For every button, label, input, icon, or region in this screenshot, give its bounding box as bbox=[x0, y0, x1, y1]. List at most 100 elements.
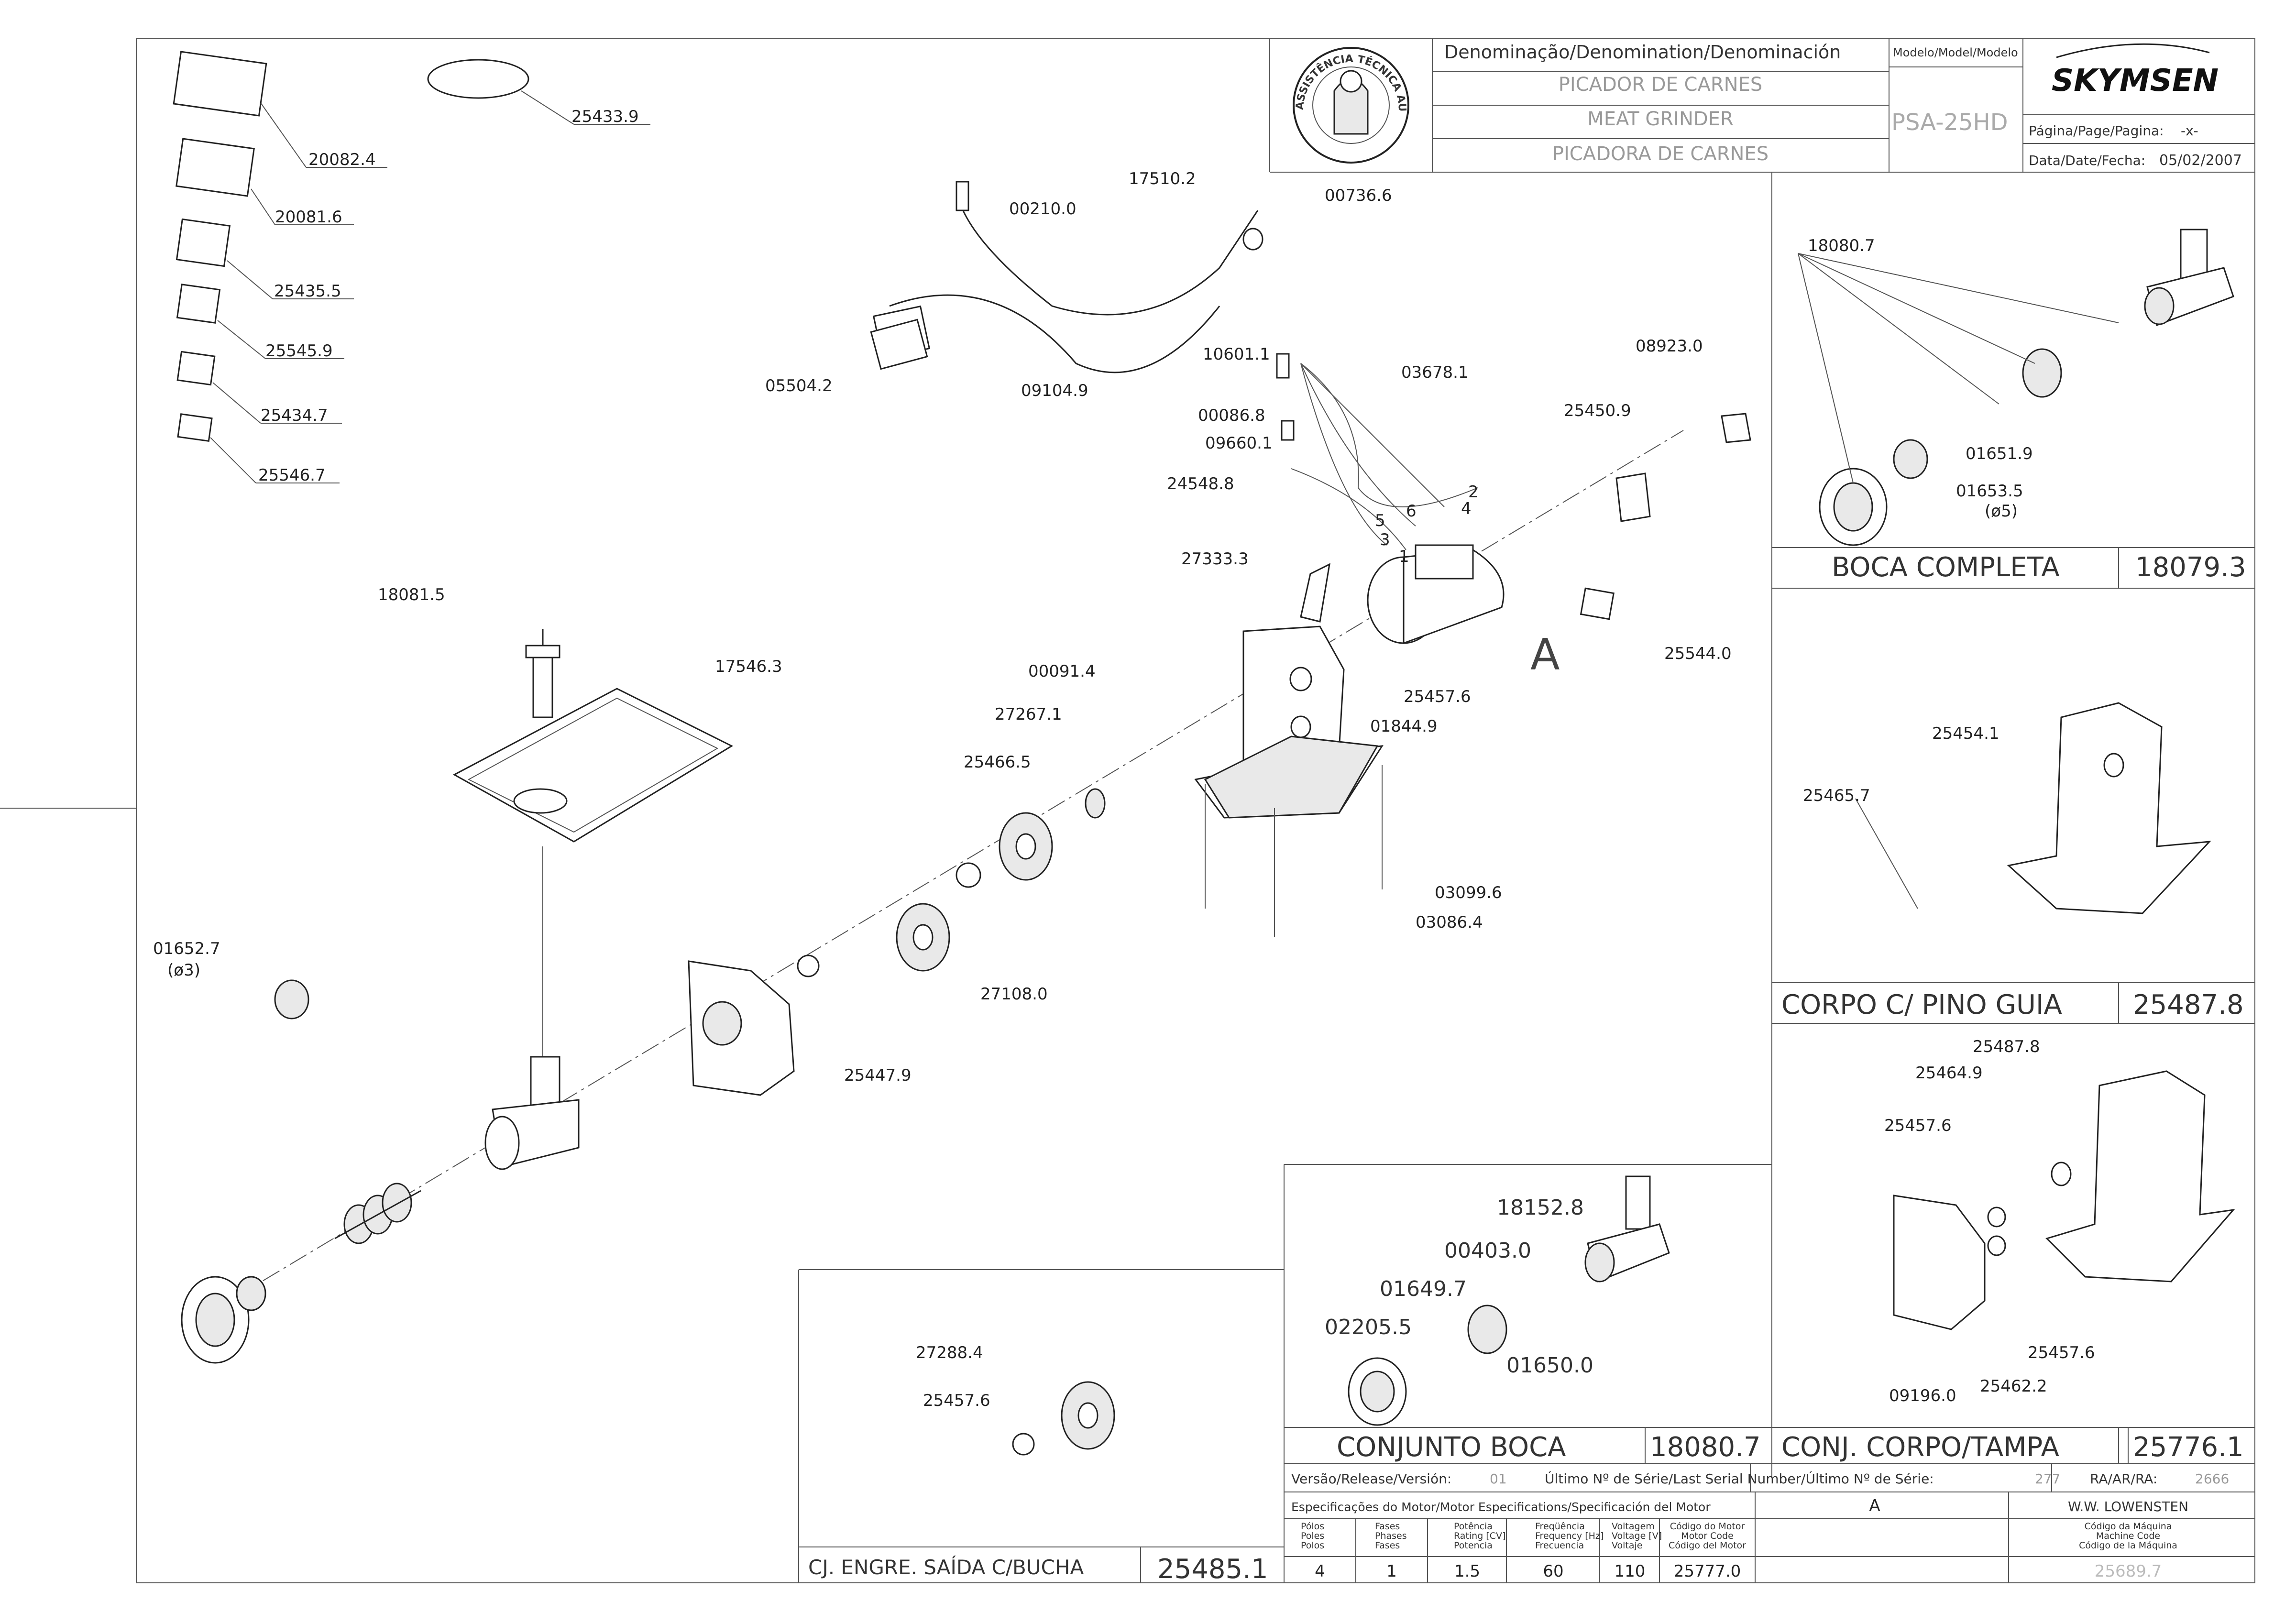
ra-value: 2666 bbox=[2195, 1471, 2229, 1487]
motor-spec-label: Especificações do Motor/Motor Especifica… bbox=[1291, 1500, 1711, 1514]
spec-header: Código da Máquina bbox=[2085, 1521, 2172, 1532]
part-label: 01649.7 bbox=[1380, 1277, 1467, 1301]
wire-number: 5 bbox=[1375, 511, 1385, 530]
part-label: (ø5) bbox=[1985, 502, 2018, 521]
spec-value: 110 bbox=[1615, 1562, 1646, 1581]
part-label: 25447.9 bbox=[844, 1066, 912, 1085]
panel-code: 18079.3 bbox=[2135, 552, 2246, 583]
panel-boca-completa-drawing bbox=[1798, 229, 2234, 546]
part-label: 01651.9 bbox=[1966, 444, 2033, 463]
part-label: 25464.9 bbox=[1915, 1064, 1983, 1083]
spec-value: 25689.7 bbox=[2095, 1562, 2162, 1581]
part-label: 00086.8 bbox=[1198, 406, 1265, 425]
serial-label: Último Nº de Série/Last Serial Number/Úl… bbox=[1545, 1470, 1934, 1487]
part-label: 25454.1 bbox=[1932, 724, 1999, 743]
part-label: 01653.5 bbox=[1956, 482, 2023, 501]
motor-spec-table: Pólos Poles Polos 4 Fases Phases Fases 1… bbox=[1301, 1521, 2177, 1581]
spec-header: Pólos bbox=[1301, 1521, 1324, 1532]
part-label: 24548.8 bbox=[1167, 474, 1234, 493]
part-label: 25457.6 bbox=[923, 1391, 990, 1410]
spec-header: Poles bbox=[1301, 1531, 1324, 1541]
part-label: 05504.2 bbox=[765, 376, 833, 395]
date-label: Data/Date/Fecha: bbox=[2029, 153, 2145, 168]
spec-header: Código do Motor bbox=[1670, 1521, 1745, 1532]
model-number: PSA-25HD bbox=[1891, 109, 2008, 136]
panel-title: CONJ. CORPO/TAMPA bbox=[1781, 1432, 2059, 1463]
wire-number: 2 bbox=[1468, 483, 1479, 502]
spec-value: 1.5 bbox=[1454, 1562, 1480, 1581]
part-label: 25465.7 bbox=[1803, 786, 1870, 805]
panel-title: CJ. ENGRE. SAÍDA C/BUCHA bbox=[808, 1555, 1084, 1579]
spec-header: Fases bbox=[1375, 1521, 1400, 1532]
panel-code: 18080.7 bbox=[1650, 1432, 1761, 1463]
spec-header: Código del Motor bbox=[1669, 1540, 1746, 1551]
model-header: Modelo/Model/Modelo bbox=[1893, 46, 2018, 59]
part-label: 27267.1 bbox=[995, 705, 1062, 724]
version-label: Versão/Release/Versión: bbox=[1291, 1471, 1451, 1487]
part-label: (ø3) bbox=[167, 961, 200, 980]
spec-header: Fases bbox=[1375, 1540, 1400, 1551]
part-label: 25462.2 bbox=[1980, 1377, 2047, 1396]
spec-header: Potencia bbox=[1454, 1540, 1493, 1551]
spec-header: Voltagem bbox=[1612, 1521, 1655, 1532]
part-label: 20081.6 bbox=[275, 208, 342, 227]
panel-corpo-drawing bbox=[1855, 702, 2211, 914]
ra-label: RA/AR/RA: bbox=[2090, 1471, 2157, 1487]
part-label: 00736.6 bbox=[1325, 186, 1392, 205]
part-label: 25487.8 bbox=[1973, 1037, 2040, 1056]
denomination-header: Denominação/Denomination/Denominación bbox=[1444, 42, 1841, 63]
page-value: -x- bbox=[2181, 123, 2198, 139]
part-label: 18080.7 bbox=[1808, 236, 1875, 255]
part-label: 25457.6 bbox=[1404, 687, 1471, 706]
wire-number: 3 bbox=[1380, 530, 1390, 549]
spec-value: 25777.0 bbox=[1674, 1562, 1741, 1581]
panel-code: 25776.1 bbox=[2133, 1432, 2244, 1463]
name-pt: PICADOR DE CARNES bbox=[1559, 74, 1762, 96]
name-es: PICADORA DE CARNES bbox=[1552, 143, 1769, 165]
part-label: 08923.0 bbox=[1636, 337, 1703, 356]
panel-conjunto-boca-drawing bbox=[1348, 1175, 1670, 1426]
wire-number: 6 bbox=[1406, 502, 1417, 521]
part-label: 00403.0 bbox=[1444, 1239, 1531, 1263]
part-label: 25435.5 bbox=[274, 282, 341, 301]
part-label: 20082.4 bbox=[308, 150, 376, 169]
part-label: 25450.9 bbox=[1564, 401, 1631, 420]
part-label: 01652.7 bbox=[153, 939, 220, 958]
part-label: 25457.6 bbox=[2028, 1343, 2095, 1362]
spec-header: Frecuencia bbox=[1535, 1540, 1584, 1551]
designer-name: W.W. LOWENSTEN bbox=[2068, 1499, 2188, 1514]
leader-lines bbox=[210, 90, 650, 483]
part-label: 03099.6 bbox=[1435, 883, 1502, 902]
part-label: 09104.9 bbox=[1021, 381, 1088, 400]
wire-number: 1 bbox=[1399, 547, 1409, 566]
part-label: 10601.1 bbox=[1203, 345, 1270, 364]
part-label: 25433.9 bbox=[571, 107, 639, 126]
brand-logo: SKYMSEN bbox=[2052, 63, 2219, 99]
sticker-set bbox=[173, 51, 1615, 620]
version-value: 01 bbox=[1490, 1471, 1507, 1487]
part-label-group: 20082.4 25433.9 20081.6 25435.5 25545.9 … bbox=[153, 107, 2095, 1410]
spec-header: Voltage [V] bbox=[1612, 1531, 1662, 1541]
part-label: 01650.0 bbox=[1506, 1353, 1593, 1378]
panel-title: CONJUNTO BOCA bbox=[1337, 1432, 1566, 1463]
part-label: 09196.0 bbox=[1889, 1386, 1956, 1405]
spec-header: Motor Code bbox=[1681, 1531, 1734, 1541]
part-label: 27288.4 bbox=[916, 1343, 983, 1362]
part-label: 25434.7 bbox=[261, 406, 328, 425]
page-label: Página/Page/Pagina: bbox=[2029, 123, 2164, 139]
part-label: 27108.0 bbox=[980, 985, 1048, 1004]
part-label: 18081.5 bbox=[378, 585, 445, 604]
panel-title: CORPO C/ PINO GUIA bbox=[1781, 989, 2062, 1020]
spec-value: 1 bbox=[1386, 1562, 1397, 1581]
panel-code: 25485.1 bbox=[1157, 1554, 1268, 1585]
spec-header: Polos bbox=[1301, 1540, 1324, 1551]
drawing-frame bbox=[136, 38, 2255, 1583]
wire-number: 4 bbox=[1461, 499, 1472, 518]
part-label: 09660.1 bbox=[1205, 434, 1273, 453]
part-label: 25545.9 bbox=[265, 341, 333, 361]
spec-header: Código de la Máquina bbox=[2079, 1540, 2177, 1551]
motor-spec-callout: A bbox=[1869, 1496, 1880, 1515]
brand-swoosh bbox=[2056, 43, 2210, 58]
part-label: 25457.6 bbox=[1884, 1116, 1952, 1135]
